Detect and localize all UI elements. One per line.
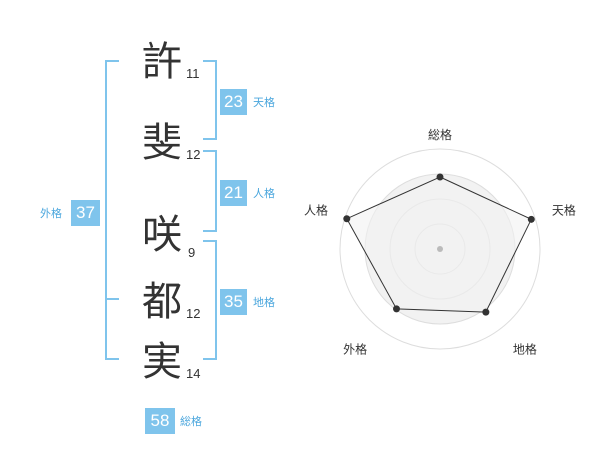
radar-center-dot — [437, 246, 443, 252]
stroke-count-1: 11 — [186, 66, 200, 81]
jinkaku-label: 人格 — [253, 187, 275, 200]
stroke-count-3: 9 — [188, 245, 196, 260]
radar-axis-label: 総格 — [428, 127, 452, 142]
tenkaku-bracket — [203, 60, 217, 140]
gaikaku-bracket-tick — [105, 298, 119, 300]
radar-point — [393, 305, 401, 313]
gaikaku-value-badge: 37 — [71, 200, 100, 226]
gaikaku-label: 外格 — [40, 207, 62, 220]
radar-point — [343, 215, 351, 223]
jinkaku-value-badge: 21 — [220, 180, 247, 206]
name-char-5: 実 — [142, 339, 182, 385]
radar-axis-label: 外格 — [343, 341, 367, 356]
gaikaku-bracket — [105, 60, 119, 360]
radar-axis-label: 天格 — [552, 203, 576, 218]
radar-axis-label: 人格 — [304, 203, 328, 218]
stroke-count-5: 14 — [186, 366, 201, 381]
name-char-4: 都 — [142, 279, 182, 325]
radar-polygon — [346, 176, 532, 313]
soukaku-label: 総格 — [180, 415, 202, 428]
radar-axis-label: 地格 — [513, 341, 537, 356]
radar-point — [436, 173, 444, 181]
radar-point — [527, 215, 535, 223]
stroke-count-4: 12 — [186, 306, 201, 321]
name-char-3: 咲 — [142, 212, 182, 258]
jinkaku-bracket — [203, 150, 217, 232]
name-char-1: 許 — [142, 39, 182, 85]
radar-point — [482, 308, 490, 316]
tenkaku-label: 天格 — [253, 96, 275, 109]
soukaku-value-badge: 58 — [145, 408, 175, 434]
stroke-count-2: 12 — [186, 147, 201, 162]
tenkaku-value-badge: 23 — [220, 89, 247, 115]
name-char-2: 斐 — [142, 120, 182, 166]
chikaku-value-badge: 35 — [220, 289, 247, 315]
chikaku-bracket — [203, 240, 217, 360]
chikaku-label: 地格 — [253, 296, 275, 309]
